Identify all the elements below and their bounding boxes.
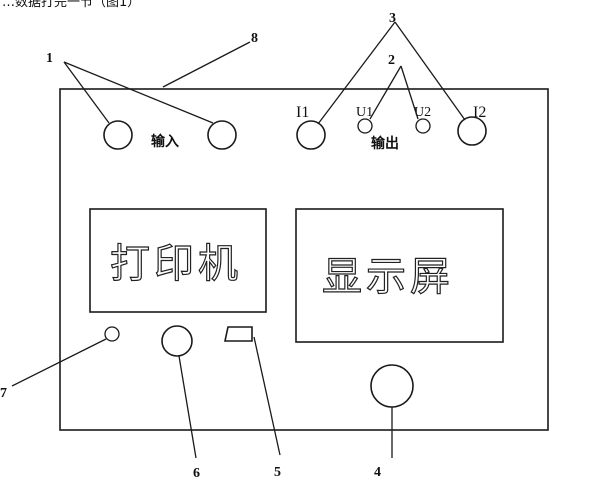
callout-6: 6	[193, 466, 200, 481]
output-port-i1	[296, 120, 326, 150]
output-port-i2	[457, 116, 487, 146]
display-label: 显示屏	[322, 254, 454, 300]
printer-label: 打印机	[110, 241, 242, 287]
callout-2: 2	[388, 53, 395, 68]
indicator-light	[104, 326, 120, 342]
input-port-left	[103, 120, 133, 150]
port-label-u1: U1	[356, 105, 373, 120]
output-port-u2	[415, 118, 431, 134]
output-label: 输出	[371, 135, 399, 152]
port-label-u2: U2	[414, 105, 431, 120]
display-box	[295, 208, 504, 343]
callout-8: 8	[251, 31, 258, 46]
caption-fragment: …数据打完一节（图1）	[2, 0, 140, 10]
port-label-i2: I2	[473, 104, 486, 121]
callout-4: 4	[374, 465, 381, 480]
device-panel	[59, 88, 549, 431]
large-knob	[370, 364, 414, 408]
callout-1: 1	[46, 51, 53, 66]
callout-3: 3	[389, 11, 396, 26]
printer-box	[89, 208, 267, 313]
callout-5: 5	[274, 465, 281, 480]
small-switch	[224, 326, 253, 342]
input-label: 输入	[151, 133, 179, 150]
output-port-u1	[357, 118, 373, 134]
round-knob	[161, 325, 193, 357]
callout-7: 7	[0, 386, 7, 401]
port-label-i1: I1	[296, 104, 309, 121]
leader-lines	[11, 21, 466, 459]
input-port-right	[207, 120, 237, 150]
